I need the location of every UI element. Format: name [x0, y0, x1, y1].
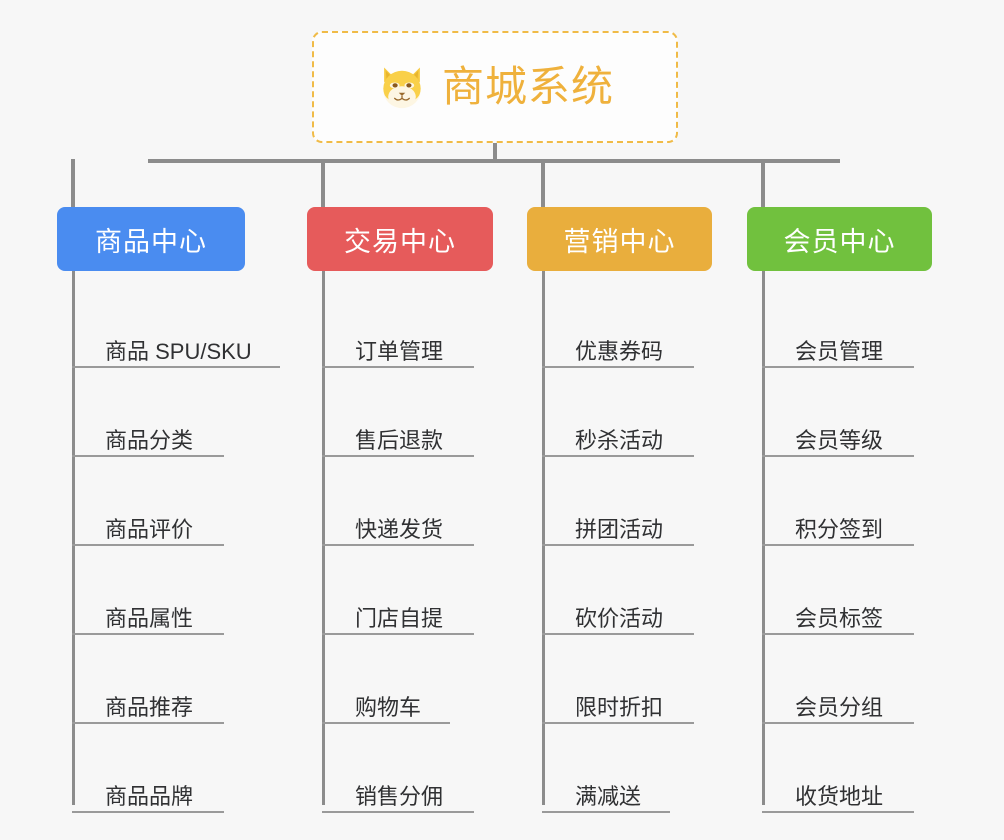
leaf-item[interactable]: 订单管理	[307, 279, 493, 368]
branch-header-1[interactable]: 商品中心	[57, 207, 245, 271]
branch-header-4[interactable]: 会员中心	[747, 207, 932, 271]
leaf-item[interactable]: 商品推荐	[57, 635, 245, 724]
leaf-item[interactable]: 商品评价	[57, 457, 245, 546]
connector-drop-4	[761, 159, 765, 207]
leaf-item-label: 满减送	[575, 783, 642, 809]
leaf-item-label: 订单管理	[355, 338, 444, 364]
leaf-item[interactable]: 商品 SPU/SKU	[57, 279, 280, 368]
leaf-item-label: 商品分类	[105, 427, 194, 453]
leaf-item-underline	[542, 633, 694, 635]
leaf-item-underline	[542, 455, 694, 457]
leaf-item-underline	[762, 544, 914, 546]
leaf-item-label: 售后退款	[355, 427, 444, 453]
leaf-item-underline	[322, 366, 474, 368]
leaf-item[interactable]: 优惠券码	[527, 279, 712, 368]
connector-root-stem	[493, 143, 497, 162]
leaf-item-label: 会员等级	[795, 427, 884, 453]
leaf-item-underline	[762, 722, 914, 724]
leaf-item[interactable]: 商品分类	[57, 368, 245, 457]
leaf-item-underline	[72, 722, 224, 724]
leaf-item[interactable]: 积分签到	[747, 457, 932, 546]
leaf-item-label: 商品推荐	[105, 694, 194, 720]
connector-drop-1	[71, 159, 75, 207]
branch-column-4: 会员中心会员管理会员等级积分签到会员标签会员分组收货地址	[747, 207, 932, 813]
leaf-item[interactable]: 商品属性	[57, 546, 245, 635]
leaf-item-label: 销售分佣	[355, 783, 444, 809]
branch-items-1: 商品 SPU/SKU 商品分类商品评价商品属性商品推荐商品品牌	[57, 271, 280, 813]
leaf-item-underline	[762, 633, 914, 635]
connector-drop-2	[321, 159, 325, 207]
leaf-item[interactable]: 满减送	[527, 724, 712, 813]
leaf-item-underline	[542, 722, 694, 724]
leaf-item-underline	[322, 633, 474, 635]
leaf-item-label: 门店自提	[355, 605, 444, 631]
branch-items-4: 会员管理会员等级积分签到会员标签会员分组收货地址	[747, 271, 932, 813]
branch-spine-4	[762, 271, 765, 805]
leaf-item-label: 商品属性	[105, 605, 194, 631]
leaf-item[interactable]: 拼团活动	[527, 457, 712, 546]
root-node-content: 商城系统	[376, 61, 614, 113]
leaf-item-label: 优惠券码	[575, 338, 664, 364]
leaf-item[interactable]: 会员管理	[747, 279, 932, 368]
shiba-dog-face-icon	[376, 61, 428, 113]
connector-drop-3	[541, 159, 545, 207]
branch-column-3: 营销中心优惠券码秒杀活动拼团活动砍价活动限时折扣满减送	[527, 207, 712, 813]
leaf-item-underline	[72, 544, 224, 546]
leaf-item-label: 会员标签	[795, 605, 884, 631]
branch-spine-1	[72, 271, 75, 805]
branch-spine-2	[322, 271, 325, 805]
branch-items-3: 优惠券码秒杀活动拼团活动砍价活动限时折扣满减送	[527, 271, 712, 813]
leaf-item[interactable]: 会员等级	[747, 368, 932, 457]
leaf-item-underline	[542, 811, 670, 813]
leaf-item[interactable]: 秒杀活动	[527, 368, 712, 457]
leaf-item[interactable]: 门店自提	[307, 546, 493, 635]
leaf-item[interactable]: 会员标签	[747, 546, 932, 635]
leaf-item-label: 会员管理	[795, 338, 884, 364]
leaf-item-underline	[762, 455, 914, 457]
leaf-item-underline	[72, 366, 280, 368]
leaf-item-label: 快递发货	[355, 516, 444, 542]
leaf-item-underline	[762, 811, 914, 813]
branch-column-2: 交易中心订单管理售后退款快递发货门店自提购物车销售分佣	[307, 207, 493, 813]
leaf-item-underline	[322, 544, 474, 546]
leaf-item[interactable]: 售后退款	[307, 368, 493, 457]
leaf-item[interactable]: 限时折扣	[527, 635, 712, 724]
branch-header-3[interactable]: 营销中心	[527, 207, 712, 271]
leaf-item-underline	[762, 366, 914, 368]
connector-horizontal-bus	[148, 159, 840, 163]
branch-spine-3	[542, 271, 545, 805]
branch-column-1: 商品中心商品 SPU/SKU 商品分类商品评价商品属性商品推荐商品品牌	[57, 207, 280, 813]
root-node[interactable]: 商城系统	[312, 31, 678, 143]
branch-items-2: 订单管理售后退款快递发货门店自提购物车销售分佣	[307, 271, 493, 813]
leaf-item-label: 购物车	[355, 694, 422, 720]
leaf-item-label: 积分签到	[795, 516, 884, 542]
leaf-item-label: 商品品牌	[105, 783, 194, 809]
leaf-item-underline	[542, 544, 694, 546]
leaf-item-label: 商品 SPU/SKU	[105, 338, 252, 364]
leaf-item[interactable]: 快递发货	[307, 457, 493, 546]
leaf-item[interactable]: 商品品牌	[57, 724, 245, 813]
leaf-item-label: 限时折扣	[575, 694, 664, 720]
leaf-item-underline	[542, 366, 694, 368]
leaf-item-underline	[322, 455, 474, 457]
leaf-item-underline	[322, 811, 474, 813]
leaf-item-label: 收货地址	[795, 783, 884, 809]
branch-header-2[interactable]: 交易中心	[307, 207, 493, 271]
leaf-item-label: 商品评价	[105, 516, 194, 542]
leaf-item-label: 砍价活动	[575, 605, 664, 631]
leaf-item-label: 拼团活动	[575, 516, 664, 542]
leaf-item[interactable]: 会员分组	[747, 635, 932, 724]
leaf-item-label: 会员分组	[795, 694, 884, 720]
leaf-item-underline	[72, 811, 224, 813]
leaf-item-underline	[72, 455, 224, 457]
leaf-item-underline	[72, 633, 224, 635]
leaf-item[interactable]: 砍价活动	[527, 546, 712, 635]
leaf-item-underline	[322, 722, 450, 724]
root-title: 商城系统	[441, 63, 614, 110]
leaf-item[interactable]: 购物车	[307, 635, 493, 724]
leaf-item-label: 秒杀活动	[575, 427, 664, 453]
leaf-item[interactable]: 收货地址	[747, 724, 932, 813]
leaf-item[interactable]: 销售分佣	[307, 724, 493, 813]
